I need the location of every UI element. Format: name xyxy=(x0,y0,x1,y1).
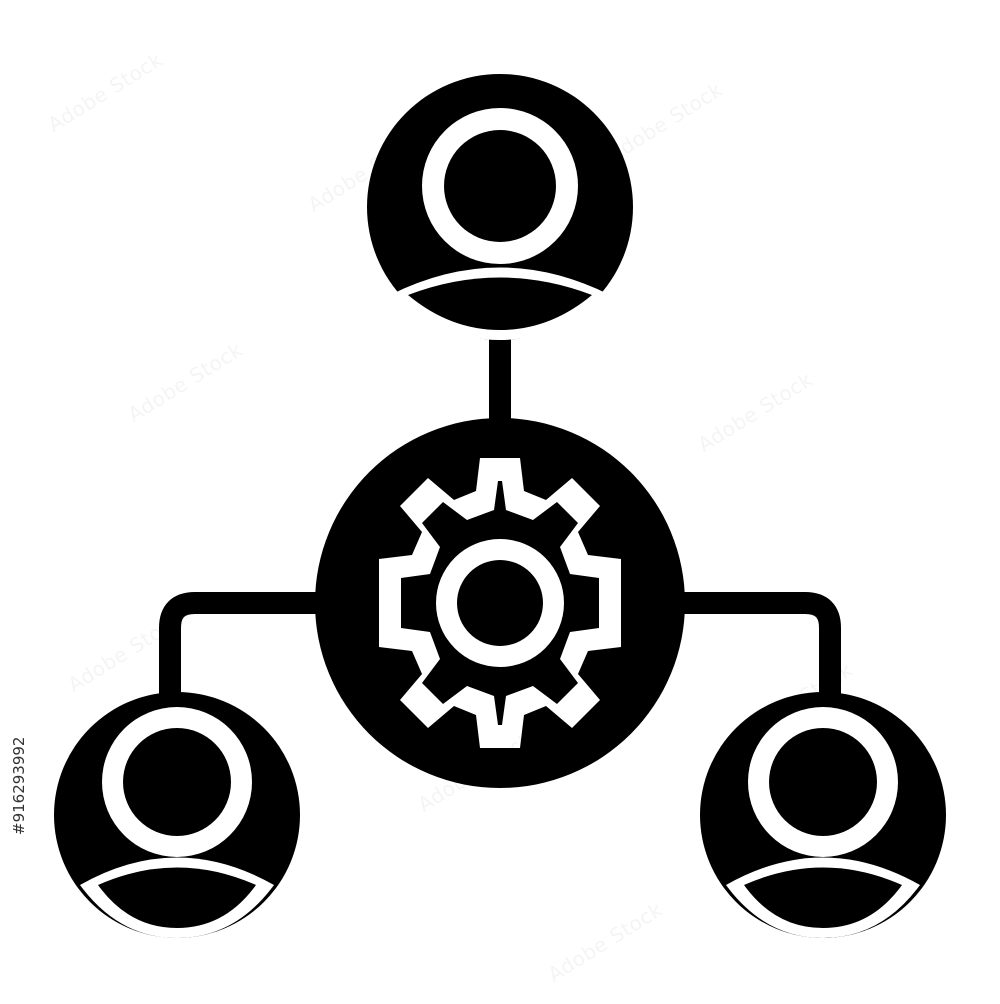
connector-right xyxy=(670,592,841,700)
connector-left xyxy=(159,592,330,700)
gear-icon xyxy=(315,418,685,788)
stock-id-label: #916293992 xyxy=(10,736,28,835)
top-user-icon xyxy=(367,74,633,340)
right-user-icon xyxy=(700,692,946,938)
left-user-icon xyxy=(54,692,300,938)
